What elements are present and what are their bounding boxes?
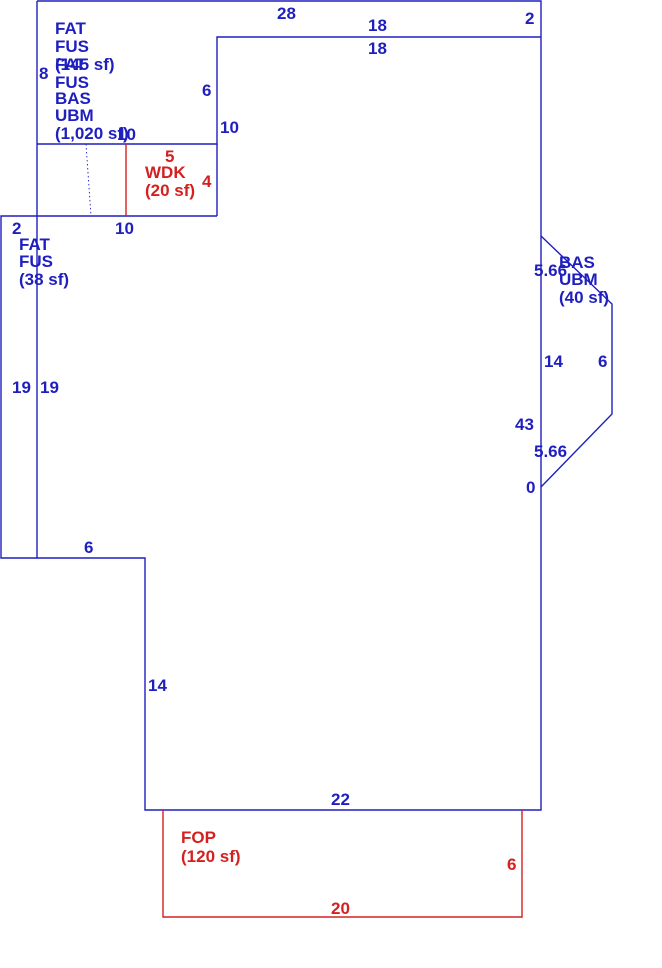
dim-bottom-22: 22 (331, 790, 350, 809)
bay-line3: (40 sf) (559, 288, 609, 307)
dim-left-8: 8 (39, 64, 48, 83)
main-outline (36, 0, 542, 811)
area-label-wdk: WDK (20 sf) (145, 163, 195, 200)
bay-outline (540, 235, 613, 488)
bay-projection (540, 235, 613, 488)
area-label-main: FAT FUS BAS UBM (1,020 sf) (55, 55, 129, 143)
dim-fop-20: 20 (331, 899, 350, 918)
upper-fat-line3: (145 sf) (55, 55, 115, 74)
dim-wdk-4: 4 (202, 172, 212, 191)
upper-wing-inner-wall (37, 36, 541, 145)
fop-line1: FOP (181, 828, 216, 847)
dim-top-2: 2 (525, 9, 534, 28)
main-line5: (1,020 sf) (55, 124, 129, 143)
bay-line2: UBM (559, 270, 598, 289)
dim-right-43: 43 (515, 415, 534, 434)
fop-outline (162, 810, 523, 918)
dim-top-28: 28 (277, 4, 296, 23)
dim-fop-6: 6 (507, 855, 516, 874)
main-perimeter (36, 0, 542, 811)
dim-left-2: 2 (12, 219, 21, 238)
main-line1: FAT (55, 55, 86, 74)
upper-fat-line1: FAT (55, 19, 86, 38)
area-label-upper-fat: FAT FUS (145 sf) (55, 19, 115, 74)
left-strip-outline (0, 215, 37, 559)
front-open-porch (162, 810, 523, 918)
dim-left-19-inner: 19 (40, 378, 59, 397)
dim-inner-10-bottom: 10 (115, 219, 134, 238)
dim-inner-10-mid: 10 (117, 125, 136, 144)
dim-bay-566-top: 5.66 (534, 261, 567, 280)
upper-fat-line2: FUS (55, 37, 89, 56)
dotted-divider (85, 143, 92, 217)
bay-line1: BAS (559, 253, 595, 272)
dim-inner-10-right: 10 (220, 118, 239, 137)
dimension-labels: 28 18 18 2 8 6 10 10 10 5 4 2 19 19 5.66… (12, 4, 607, 918)
dim-step-6: 6 (84, 538, 93, 557)
fop-line2: (120 sf) (181, 847, 241, 866)
dim-bay-6: 6 (598, 352, 607, 371)
dim-step-14: 14 (148, 676, 167, 695)
dim-top-18-outer: 18 (368, 16, 387, 35)
left-fat-strip (0, 215, 37, 559)
main-line3: BAS (55, 89, 91, 108)
area-label-fop: FOP (120 sf) (181, 828, 241, 866)
wdk-line2: (20 sf) (145, 181, 195, 200)
main-line2: FUS (55, 73, 89, 92)
left-fat-line1: FAT (19, 235, 50, 254)
dim-bay-566-bottom: 5.66 (534, 442, 567, 461)
dim-left-19-outer: 19 (12, 378, 31, 397)
dim-top-18-inner: 18 (368, 39, 387, 58)
area-label-left-fat: FAT FUS (38 sf) (19, 235, 69, 289)
dim-right-0: 0 (526, 478, 535, 497)
wdk-line1: WDK (145, 163, 186, 182)
main-line4: UBM (55, 106, 94, 125)
left-fat-line2: FUS (19, 252, 53, 271)
dim-wdk-5: 5 (165, 147, 174, 166)
left-fat-line3: (38 sf) (19, 270, 69, 289)
dim-inner-6: 6 (202, 81, 211, 100)
dim-bay-14: 14 (544, 352, 563, 371)
area-label-bay: BAS UBM (40 sf) (559, 253, 609, 307)
